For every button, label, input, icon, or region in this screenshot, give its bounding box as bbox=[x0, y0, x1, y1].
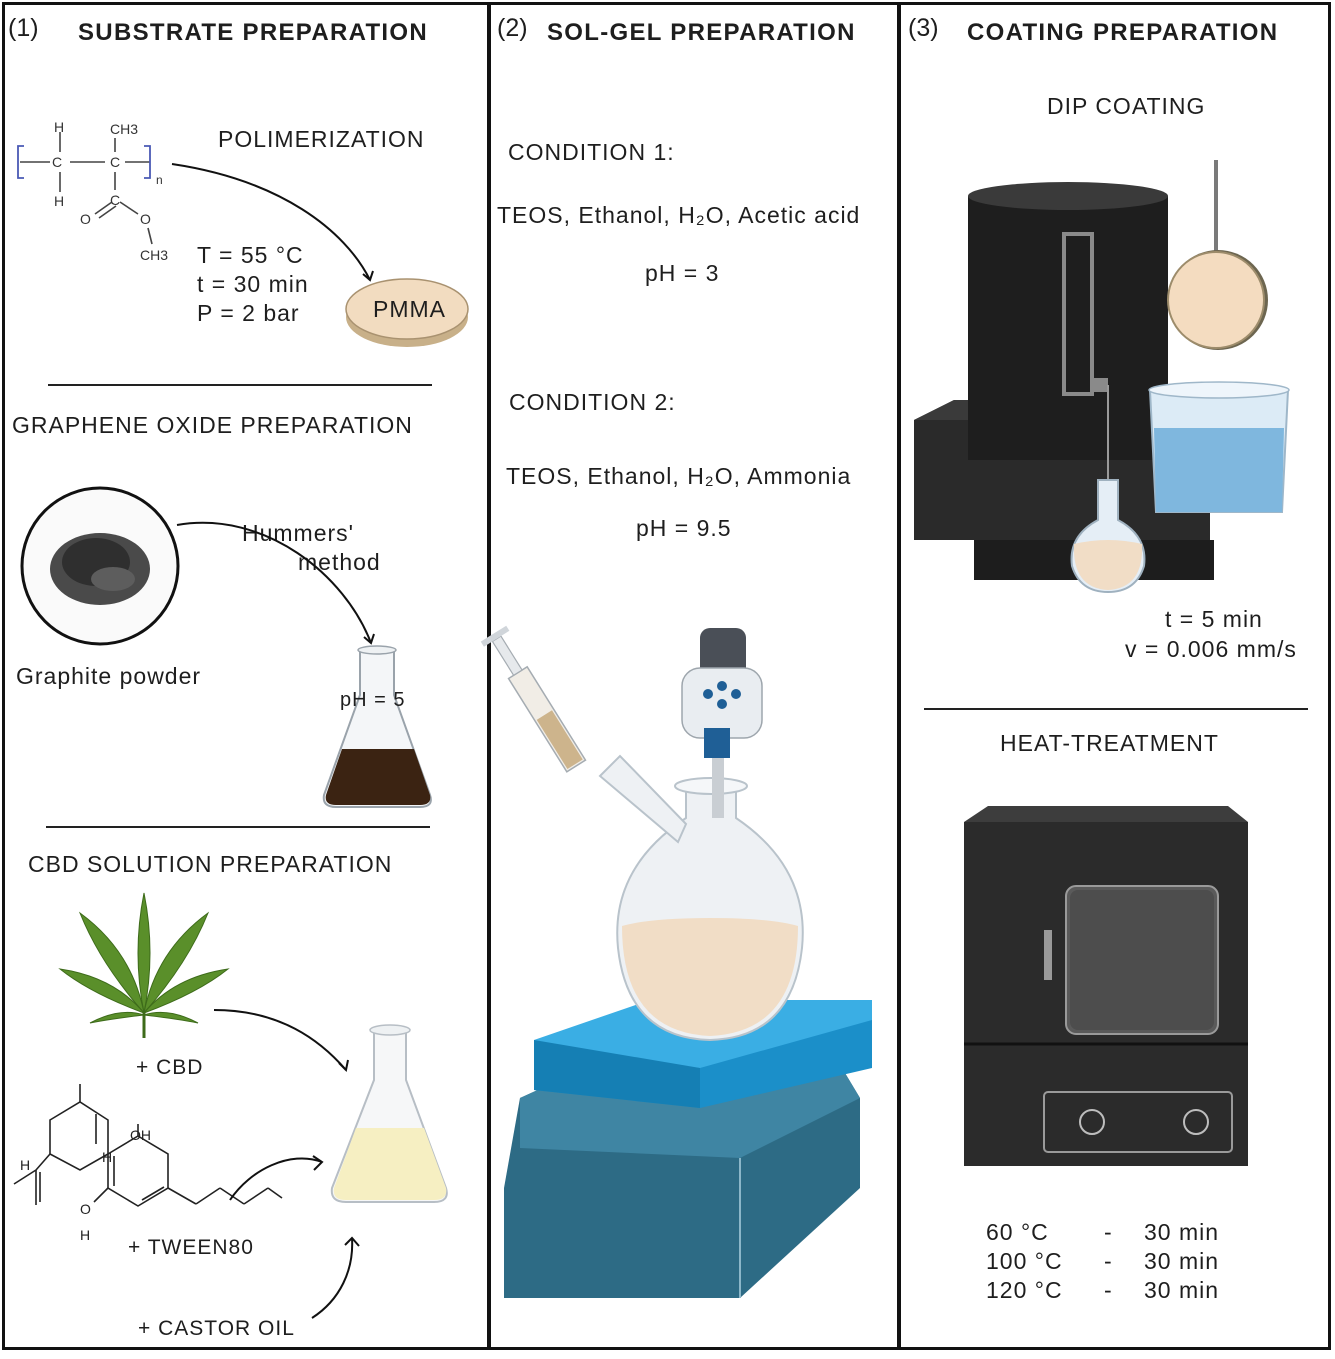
svg-text:C: C bbox=[52, 154, 62, 170]
hummers-arrow bbox=[176, 521, 375, 645]
condition-2-label: CONDITION 2: bbox=[509, 389, 676, 415]
condition-1-reagents: TEOS, Ethanol, H₂O, Acetic acid bbox=[497, 202, 861, 228]
graphite-powder-label: Graphite powder bbox=[16, 663, 202, 689]
ingredient-cbd: + CBD bbox=[136, 1056, 204, 1079]
divider bbox=[924, 708, 1308, 710]
polymerization-label: POLIMERIZATION bbox=[218, 126, 425, 152]
cbd-flask bbox=[330, 1024, 448, 1203]
atom-label: H bbox=[102, 1149, 112, 1165]
cbd-arrows bbox=[213, 1009, 360, 1319]
heat-sep: - bbox=[1104, 1219, 1113, 1245]
condition-time: t = 30 min bbox=[197, 271, 309, 297]
divider bbox=[46, 826, 430, 828]
cannabis-leaf-icon bbox=[58, 892, 230, 1038]
atom-label: O bbox=[80, 1201, 91, 1217]
condition-pressure: P = 2 bar bbox=[197, 300, 300, 326]
divider bbox=[48, 384, 432, 386]
atom-label: H bbox=[80, 1227, 90, 1243]
heat-temp: 120 °C bbox=[986, 1277, 1063, 1303]
graphite-powder-image bbox=[20, 486, 180, 646]
dip-velocity: v = 0.006 mm/s bbox=[1125, 636, 1297, 662]
graphene-title: GRAPHENE OXIDE PREPARATION bbox=[12, 412, 413, 438]
heat-time: 30 min bbox=[1144, 1248, 1220, 1274]
atom-label: O bbox=[140, 211, 151, 227]
cbd-title: CBD SOLUTION PREPARATION bbox=[28, 851, 393, 877]
heat-time: 30 min bbox=[1144, 1277, 1220, 1303]
solgel-apparatus bbox=[480, 625, 872, 1298]
heat-sep: - bbox=[1104, 1277, 1113, 1303]
condition-temperature: T = 55 °C bbox=[197, 242, 304, 268]
atom-label: CH3 bbox=[140, 247, 168, 263]
go-flask bbox=[322, 645, 432, 808]
panel-title: COATING PREPARATION bbox=[967, 19, 1279, 46]
heat-temp: 100 °C bbox=[986, 1248, 1063, 1274]
atom-label: H bbox=[20, 1157, 30, 1173]
panel-number: (3) bbox=[908, 14, 939, 42]
atom-label: H bbox=[54, 119, 64, 135]
condition-2-ph: pH = 9.5 bbox=[636, 515, 732, 541]
go-ph: pH = 5 bbox=[340, 689, 406, 711]
pmma-structure: H CH3 C C H C O O CH3 n bbox=[17, 119, 168, 263]
ingredient-tween80: + TWEEN80 bbox=[128, 1236, 254, 1259]
panel-number: (2) bbox=[497, 14, 528, 42]
cbd-structure: OH O H H H bbox=[13, 1084, 283, 1243]
oven-icon bbox=[964, 806, 1248, 1166]
heat-treatment-title: HEAT-TREATMENT bbox=[1000, 730, 1219, 756]
panel-number: (1) bbox=[8, 14, 39, 42]
condition-1-ph: pH = 3 bbox=[645, 260, 720, 286]
dip-coater bbox=[914, 160, 1290, 594]
panel-title: SOL-GEL PREPARATION bbox=[547, 19, 856, 46]
condition-2-reagents: TEOS, Ethanol, H₂O, Ammonia bbox=[506, 463, 852, 489]
atom-label: CH3 bbox=[110, 121, 138, 137]
condition-1-label: CONDITION 1: bbox=[508, 139, 675, 165]
atom-label: H bbox=[54, 193, 64, 209]
dip-time: t = 5 min bbox=[1165, 606, 1263, 632]
atom-label: OH bbox=[130, 1127, 151, 1143]
pmma-disc bbox=[345, 278, 469, 347]
svg-text:C: C bbox=[110, 192, 120, 208]
heat-time: 30 min bbox=[1144, 1219, 1220, 1245]
polymerization-arrow bbox=[171, 163, 374, 282]
dip-coating-title: DIP COATING bbox=[1047, 93, 1206, 119]
heat-temp: 60 °C bbox=[986, 1219, 1049, 1245]
panel-title: SUBSTRATE PREPARATION bbox=[78, 19, 428, 46]
heat-sep: - bbox=[1104, 1248, 1113, 1274]
atom-label: n bbox=[156, 173, 163, 187]
svg-text:C: C bbox=[110, 154, 120, 170]
atom-label: O bbox=[80, 211, 91, 227]
pmma-label: PMMA bbox=[373, 296, 446, 322]
ingredient-castor-oil: + CASTOR OIL bbox=[138, 1317, 295, 1340]
hummers-label: method bbox=[298, 549, 381, 575]
